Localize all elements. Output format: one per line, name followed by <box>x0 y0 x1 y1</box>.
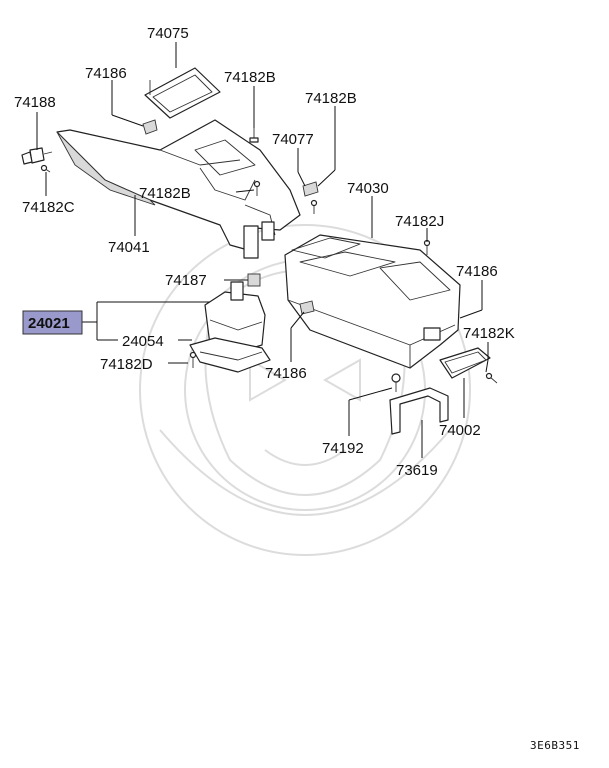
label-74030: 74030 <box>347 180 389 197</box>
shift-boot-drawing <box>189 281 271 373</box>
label-74182c: 74182C <box>22 199 75 216</box>
screw-k-drawing <box>485 372 498 384</box>
label-74075: 74075 <box>147 25 189 42</box>
screw-top-drawing <box>249 128 259 143</box>
screw-mid-drawing <box>253 180 261 196</box>
pocket-drawing <box>439 347 491 379</box>
screw-right-drawing <box>310 199 318 214</box>
push-fastener-drawing <box>21 147 53 165</box>
highlight-box <box>22 310 83 335</box>
label-74182b-mid: 74182B <box>139 185 191 202</box>
tray-drawing <box>144 67 221 119</box>
label-74077: 74077 <box>272 131 314 148</box>
label-74041: 74041 <box>108 239 150 256</box>
label-74188: 74188 <box>14 94 56 111</box>
cap-drawing <box>302 181 319 197</box>
label-74186-right: 74186 <box>456 263 498 280</box>
label-24054: 24054 <box>122 333 164 350</box>
label-74187: 74187 <box>165 272 207 289</box>
label-74186-top: 74186 <box>85 65 127 82</box>
screw-left-drawing <box>40 164 51 173</box>
clip-74187-drawing <box>247 273 261 287</box>
label-74182b-top: 74182B <box>224 69 276 86</box>
label-74186-bottom: 74186 <box>265 365 307 382</box>
label-74192: 74192 <box>322 440 364 457</box>
label-73619: 73619 <box>396 462 438 479</box>
rear-console-box-drawing <box>284 234 461 369</box>
label-74182j: 74182J <box>395 213 444 230</box>
screw-d-drawing <box>189 351 197 368</box>
clip-bottom-drawing <box>299 300 315 315</box>
highlight-24021[interactable]: 24021 <box>22 310 83 335</box>
bracket-drawing <box>389 387 449 435</box>
fastener-74192-drawing <box>391 373 401 392</box>
screw-j-drawing <box>423 239 431 255</box>
label-74182k: 74182K <box>463 325 515 342</box>
label-74182d: 74182D <box>100 356 153 373</box>
leader-lines <box>36 42 489 458</box>
clip-top-drawing <box>142 119 158 135</box>
part-labels: 74075 74186 74182B 74188 74182B 74077 74… <box>14 25 580 752</box>
diagram-code: 3E6B351 <box>530 739 580 752</box>
label-74002: 74002 <box>439 422 481 439</box>
label-74182b-right: 74182B <box>305 90 357 107</box>
label-24021: 24021 <box>28 315 70 332</box>
